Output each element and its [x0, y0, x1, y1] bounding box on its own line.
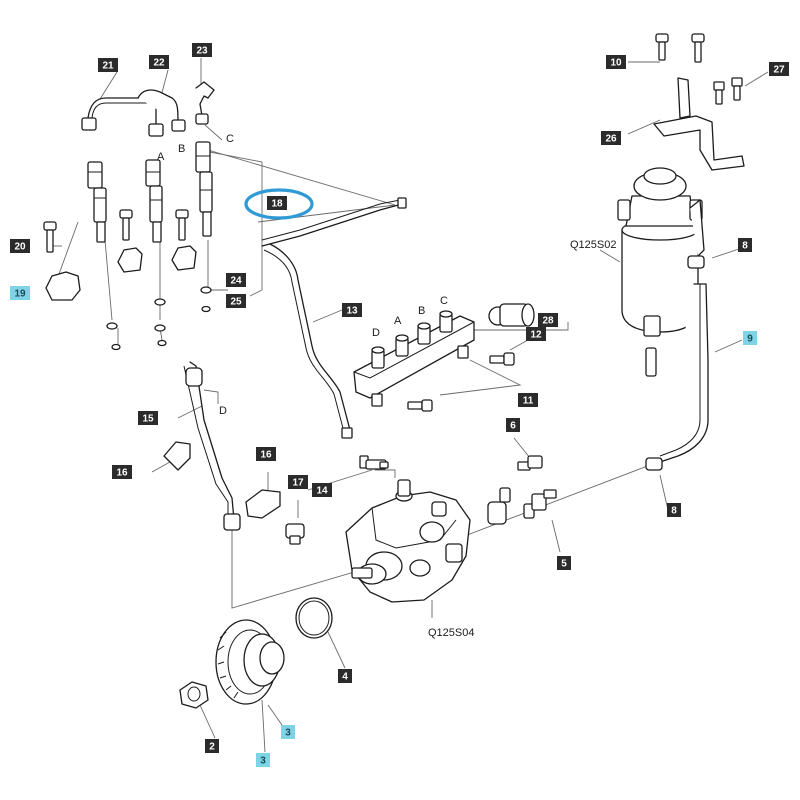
- filter-bracket: [653, 33, 745, 171]
- fuel-inlet-fitting-5: [487, 487, 557, 525]
- injector-letter-a: A: [157, 151, 165, 163]
- callout-25[interactable]: 25: [226, 294, 246, 308]
- pipe-13: [263, 243, 353, 439]
- svg-text:5: 5: [561, 559, 567, 570]
- svg-text:16: 16: [116, 468, 128, 479]
- svg-text:18: 18: [271, 199, 283, 210]
- pipe-15: [163, 361, 281, 531]
- callout-8-top[interactable]: 8: [738, 238, 752, 252]
- svg-text:2: 2: [209, 742, 215, 753]
- svg-text:8: 8: [671, 506, 677, 517]
- callout-9[interactable]: 9: [743, 331, 757, 345]
- callout-16-right[interactable]: 16: [256, 447, 276, 461]
- bolt-17: [285, 523, 305, 545]
- svg-text:11: 11: [523, 396, 534, 407]
- callout-21[interactable]: 21: [98, 58, 118, 72]
- svg-text:4: 4: [342, 672, 348, 683]
- pump-drive-gear: [215, 619, 285, 705]
- pipe-18: [261, 197, 407, 247]
- callout-11[interactable]: 11: [518, 393, 538, 407]
- callout-17[interactable]: 17: [288, 475, 308, 489]
- callout-4[interactable]: 4: [338, 669, 352, 683]
- callouts: 21 22 23 18 20 19 24 25 13 15 16 16 17 1…: [10, 43, 789, 767]
- rail-letter-b: B: [418, 305, 425, 317]
- callout-23[interactable]: 23: [192, 43, 212, 57]
- rail-letter-a: A: [394, 315, 402, 327]
- filter-reference-label: Q125S02: [570, 239, 616, 251]
- svg-text:26: 26: [605, 134, 617, 145]
- callout-16-left[interactable]: 16: [112, 465, 132, 479]
- svg-text:27: 27: [773, 65, 785, 76]
- callout-27[interactable]: 27: [769, 62, 789, 76]
- callout-14[interactable]: 14: [312, 483, 332, 497]
- rail-letter-c: C: [440, 295, 448, 307]
- injector-letter-c: C: [226, 133, 234, 145]
- svg-text:3: 3: [285, 728, 291, 739]
- fuel-filter: [617, 167, 705, 377]
- svg-text:8: 8: [742, 241, 748, 252]
- fuel-hose: [645, 255, 709, 471]
- o-ring-4: [295, 597, 333, 639]
- gear-nut: [179, 681, 209, 709]
- callout-2[interactable]: 2: [205, 739, 219, 753]
- callout-28[interactable]: 28: [538, 313, 558, 327]
- svg-text:28: 28: [542, 316, 554, 327]
- injector-3: [195, 141, 213, 237]
- svg-text:23: 23: [196, 46, 208, 57]
- injector-1: [87, 161, 107, 243]
- svg-text:3: 3: [260, 756, 266, 767]
- pipe-fitting-14: [359, 455, 389, 470]
- callout-19[interactable]: 19: [10, 286, 30, 300]
- svg-text:25: 25: [230, 297, 242, 308]
- callout-10[interactable]: 10: [606, 55, 626, 69]
- return-pipe-assembly: [81, 81, 215, 137]
- callout-15[interactable]: 15: [138, 411, 158, 425]
- fuel-pump: [345, 479, 471, 603]
- rail-letter-d: D: [372, 327, 380, 339]
- callout-20[interactable]: 20: [10, 239, 30, 253]
- svg-text:12: 12: [530, 330, 542, 341]
- svg-text:16: 16: [260, 450, 272, 461]
- pump-reference-label: Q125S04: [428, 627, 474, 639]
- o-ring-4-inner: [298, 600, 330, 636]
- plain-labels: Q125S02 Q125S04 A B C D A B C D: [157, 133, 616, 639]
- common-rail: [353, 310, 515, 412]
- svg-text:22: 22: [153, 58, 165, 69]
- rail-pressure-sensor: [488, 303, 535, 327]
- callout-18[interactable]: 18: [267, 196, 287, 210]
- callout-22[interactable]: 22: [149, 55, 169, 69]
- svg-text:24: 24: [230, 276, 242, 287]
- svg-text:9: 9: [747, 334, 753, 345]
- callout-26[interactable]: 26: [601, 131, 621, 145]
- svg-text:20: 20: [14, 242, 26, 253]
- svg-text:21: 21: [102, 61, 114, 72]
- callout-12[interactable]: 12: [526, 327, 546, 341]
- highlight-ring: [244, 188, 314, 220]
- injector-washers: [106, 286, 212, 351]
- svg-text:13: 13: [346, 306, 358, 317]
- injector-2: [145, 159, 163, 243]
- injector-bolts-and-clamps: [43, 209, 197, 301]
- svg-text:6: 6: [510, 421, 516, 432]
- callout-24[interactable]: 24: [226, 273, 246, 287]
- svg-text:19: 19: [14, 289, 26, 300]
- svg-text:17: 17: [292, 478, 304, 489]
- callout-3-upper[interactable]: 3: [281, 725, 295, 739]
- callout-5[interactable]: 5: [557, 556, 571, 570]
- callout-3-lower[interactable]: 3: [256, 753, 270, 767]
- injector-letter-b: B: [178, 143, 185, 155]
- svg-text:15: 15: [142, 414, 154, 425]
- svg-text:14: 14: [316, 486, 328, 497]
- fitting-6: [517, 455, 543, 471]
- pipe-letter-d: D: [219, 405, 227, 417]
- callout-8-bottom[interactable]: 8: [667, 503, 681, 517]
- svg-text:10: 10: [610, 58, 622, 69]
- callout-6[interactable]: 6: [506, 418, 520, 432]
- callout-13[interactable]: 13: [342, 303, 362, 317]
